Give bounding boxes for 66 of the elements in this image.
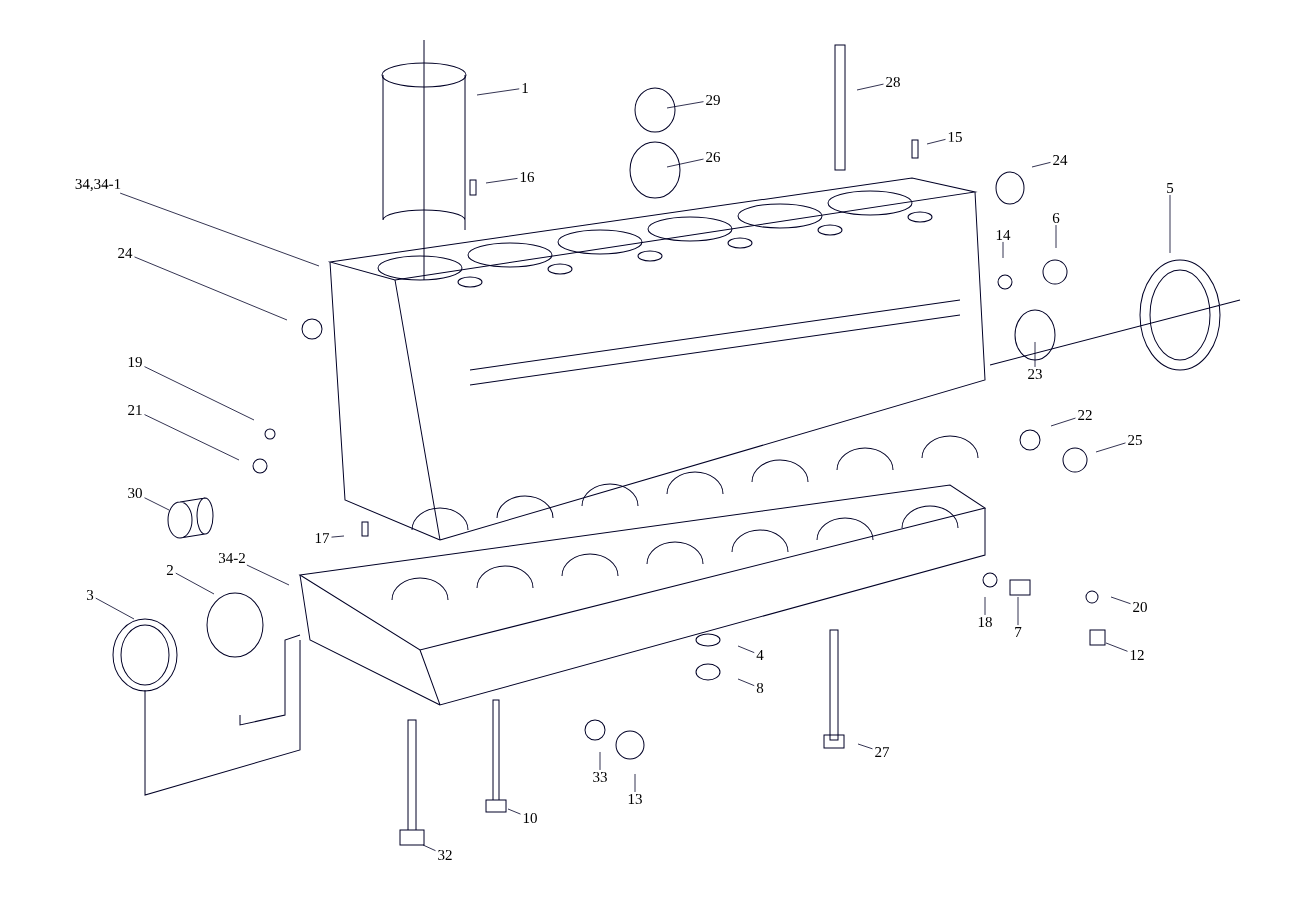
leader-line bbox=[507, 808, 521, 815]
leader-line bbox=[1110, 596, 1131, 605]
callout-number: 2 bbox=[166, 565, 173, 575]
leader-line bbox=[1017, 596, 1019, 626]
callout-number: 34-2 bbox=[219, 552, 245, 564]
leader-line bbox=[1050, 417, 1076, 427]
leader-line bbox=[144, 497, 170, 511]
callout-number: 24 bbox=[118, 248, 133, 258]
leader-line bbox=[666, 101, 704, 109]
leader-line bbox=[984, 596, 986, 616]
leader-line bbox=[1031, 161, 1051, 168]
leader-line bbox=[175, 572, 215, 595]
callout-number: 14 bbox=[996, 230, 1011, 240]
leader-line bbox=[1002, 241, 1004, 259]
leader-line bbox=[737, 645, 755, 654]
leader-line bbox=[144, 366, 255, 421]
callout-number: 7 bbox=[1015, 627, 1022, 637]
callout-number: 1 bbox=[522, 83, 528, 93]
callout-number: 6 bbox=[1052, 212, 1060, 224]
callout-number: 20 bbox=[1133, 601, 1147, 613]
leader-line bbox=[134, 256, 288, 321]
callout-number: 29 bbox=[706, 94, 720, 106]
leader-line bbox=[926, 138, 946, 145]
leader-line bbox=[331, 535, 345, 538]
leader-line bbox=[666, 158, 704, 168]
callout-number: 3 bbox=[87, 589, 94, 601]
leader-line bbox=[95, 597, 135, 620]
callout-number: 24 bbox=[1053, 155, 1068, 165]
leader-line bbox=[144, 414, 240, 461]
leader-line bbox=[246, 564, 290, 586]
callout-number: 10 bbox=[523, 812, 537, 824]
leader-line bbox=[476, 88, 520, 96]
leader-line bbox=[1034, 341, 1036, 368]
leader-line bbox=[1095, 442, 1126, 453]
leader-line bbox=[485, 178, 518, 184]
leader-line bbox=[634, 773, 636, 793]
callout-number: 19 bbox=[128, 356, 142, 368]
callout-number: 12 bbox=[1130, 650, 1144, 660]
callout-number: 21 bbox=[128, 405, 142, 415]
callout-number: 23 bbox=[1028, 368, 1042, 380]
callout-number: 18 bbox=[978, 616, 992, 628]
callout-number: 30 bbox=[128, 487, 142, 499]
leader-line bbox=[422, 844, 436, 852]
callout-number: 4 bbox=[756, 650, 764, 660]
callout-number: 32 bbox=[438, 849, 452, 861]
leader-line bbox=[1169, 194, 1171, 254]
callout-number: 28 bbox=[886, 76, 900, 88]
leader-line bbox=[737, 678, 755, 687]
leader-line bbox=[857, 743, 873, 750]
callout-number: 15 bbox=[948, 132, 962, 142]
callout-number: 5 bbox=[1167, 183, 1174, 193]
leader-line bbox=[1055, 224, 1057, 249]
callout-number: 17 bbox=[315, 533, 330, 543]
callout-number: 34,34-1 bbox=[75, 178, 121, 192]
leader-line bbox=[856, 83, 884, 91]
callout-number: 16 bbox=[520, 171, 535, 183]
leader-line bbox=[1105, 642, 1128, 652]
leader-line bbox=[599, 751, 601, 771]
callout-number: 26 bbox=[706, 151, 721, 163]
leader-line bbox=[119, 192, 320, 267]
callout-number: 13 bbox=[628, 793, 642, 805]
callout-number: 33 bbox=[593, 771, 607, 783]
callout-number: 25 bbox=[1128, 434, 1142, 446]
callout-number: 27 bbox=[875, 747, 890, 757]
callout-number: 22 bbox=[1078, 410, 1092, 420]
callout-number: 8 bbox=[756, 682, 764, 694]
